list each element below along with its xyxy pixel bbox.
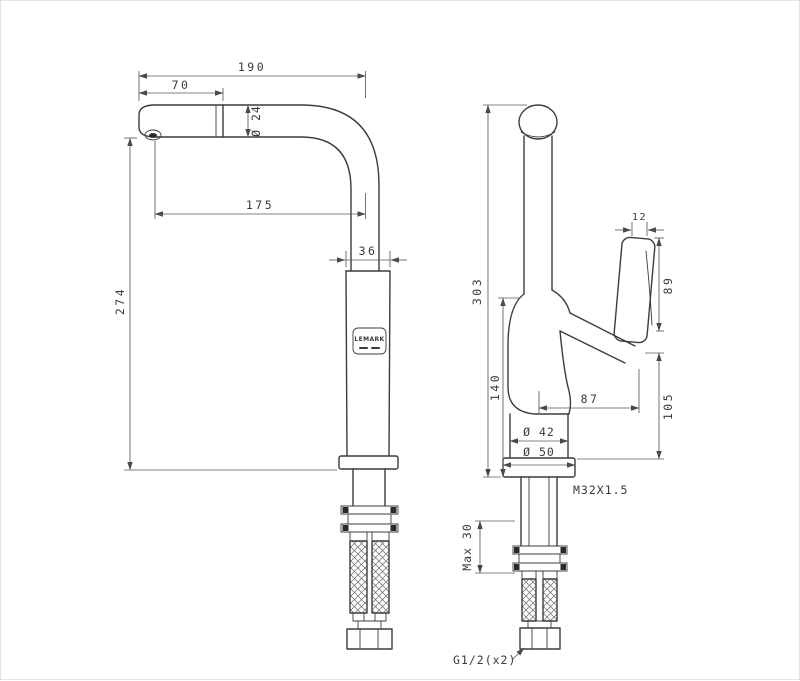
braided-hose (349, 540, 368, 614)
body-left-edge (345, 270, 348, 457)
mounting-plate (512, 545, 568, 555)
hose-connector (542, 570, 558, 580)
body-lower-right-contour (559, 330, 572, 415)
braided-hose (542, 578, 558, 622)
mounting-bolt (390, 525, 397, 531)
mounting-bolt (390, 507, 397, 513)
spout-head (138, 104, 224, 138)
brand-logo-text: LEMARK (354, 336, 384, 343)
dim-base-diameter: Ø 50 (523, 445, 555, 459)
hose-connector (371, 531, 390, 542)
spout-arm-outer (222, 104, 380, 272)
rubber-washer (347, 513, 392, 525)
hose-connector (349, 531, 368, 542)
dim-spout-head-length: 70 (172, 78, 191, 92)
body-right-edge (388, 270, 391, 457)
dim-handle-offset: 87 (581, 392, 600, 406)
hex-nut (346, 628, 393, 650)
left-view-outline: LEMARK (138, 104, 399, 507)
dim-body-width: 36 (359, 244, 378, 258)
cap-neck-joint (520, 131, 556, 138)
dim-overall-height: 303 (470, 277, 484, 305)
hose-collar (527, 620, 552, 629)
dim-handle-top-width: 12 (632, 212, 647, 223)
dim-hose-connection: G1/2(x2) (453, 653, 516, 667)
dim-body-diameter: Ø 42 (523, 425, 555, 439)
mounting-bolt (342, 525, 349, 531)
hose-end-fitting (352, 612, 365, 622)
mounting-plate (340, 505, 399, 515)
base-plate (502, 457, 576, 478)
mounting-bolt (560, 564, 566, 570)
mounting-bolt (514, 547, 520, 553)
base-flange (338, 455, 399, 470)
spout-arm-inner (222, 136, 352, 272)
right-view-outline (502, 104, 656, 547)
dim-spout-height: 274 (113, 287, 127, 315)
handle-joint-lower (559, 330, 626, 364)
aerator-nozzle (149, 133, 157, 138)
handle-edge-line (645, 250, 653, 326)
right-view-mounting-hardware (512, 545, 568, 650)
mounting-plate (340, 523, 399, 533)
right-view-dimensions: 12 303 140 89 105 87 Ø 42 Ø 50 M32X1.5 (453, 104, 675, 667)
mounting-bolt (514, 564, 520, 570)
hose-connector (521, 570, 537, 580)
dim-max-deck-thickness: Max 30 (460, 523, 474, 571)
hex-nut (519, 627, 561, 650)
aerator-outline (144, 129, 162, 141)
dim-spout-reach: 175 (246, 198, 274, 212)
rubber-washer (518, 553, 561, 564)
dim-spout-diameter: Ø 24 (249, 105, 263, 137)
braided-hose (371, 540, 390, 614)
dim-mounting-thread: M32X1.5 (573, 483, 628, 497)
dim-handle-drop: 105 (661, 392, 675, 420)
hose-collar (357, 620, 382, 630)
body-left-contour (507, 293, 570, 415)
spout-top-cap (518, 104, 558, 140)
body-right-contour (551, 289, 571, 314)
dim-overall-width: 190 (238, 60, 266, 74)
left-view-dimensions: 190 70 Ø 24 175 36 274 (113, 60, 407, 471)
mounting-plate (512, 562, 568, 572)
dim-body-height: 140 (488, 373, 502, 401)
mounting-bolt (560, 547, 566, 553)
mounting-bolt (342, 507, 349, 513)
dim-handle-length: 89 (661, 276, 675, 295)
leader-line (512, 647, 525, 660)
handle-lever (613, 236, 656, 344)
brand-badge (352, 327, 387, 355)
hose-end-fitting (374, 612, 387, 622)
braided-hose (521, 578, 537, 622)
left-view-mounting-hardware (340, 505, 399, 650)
handle-joint-upper (569, 312, 636, 347)
